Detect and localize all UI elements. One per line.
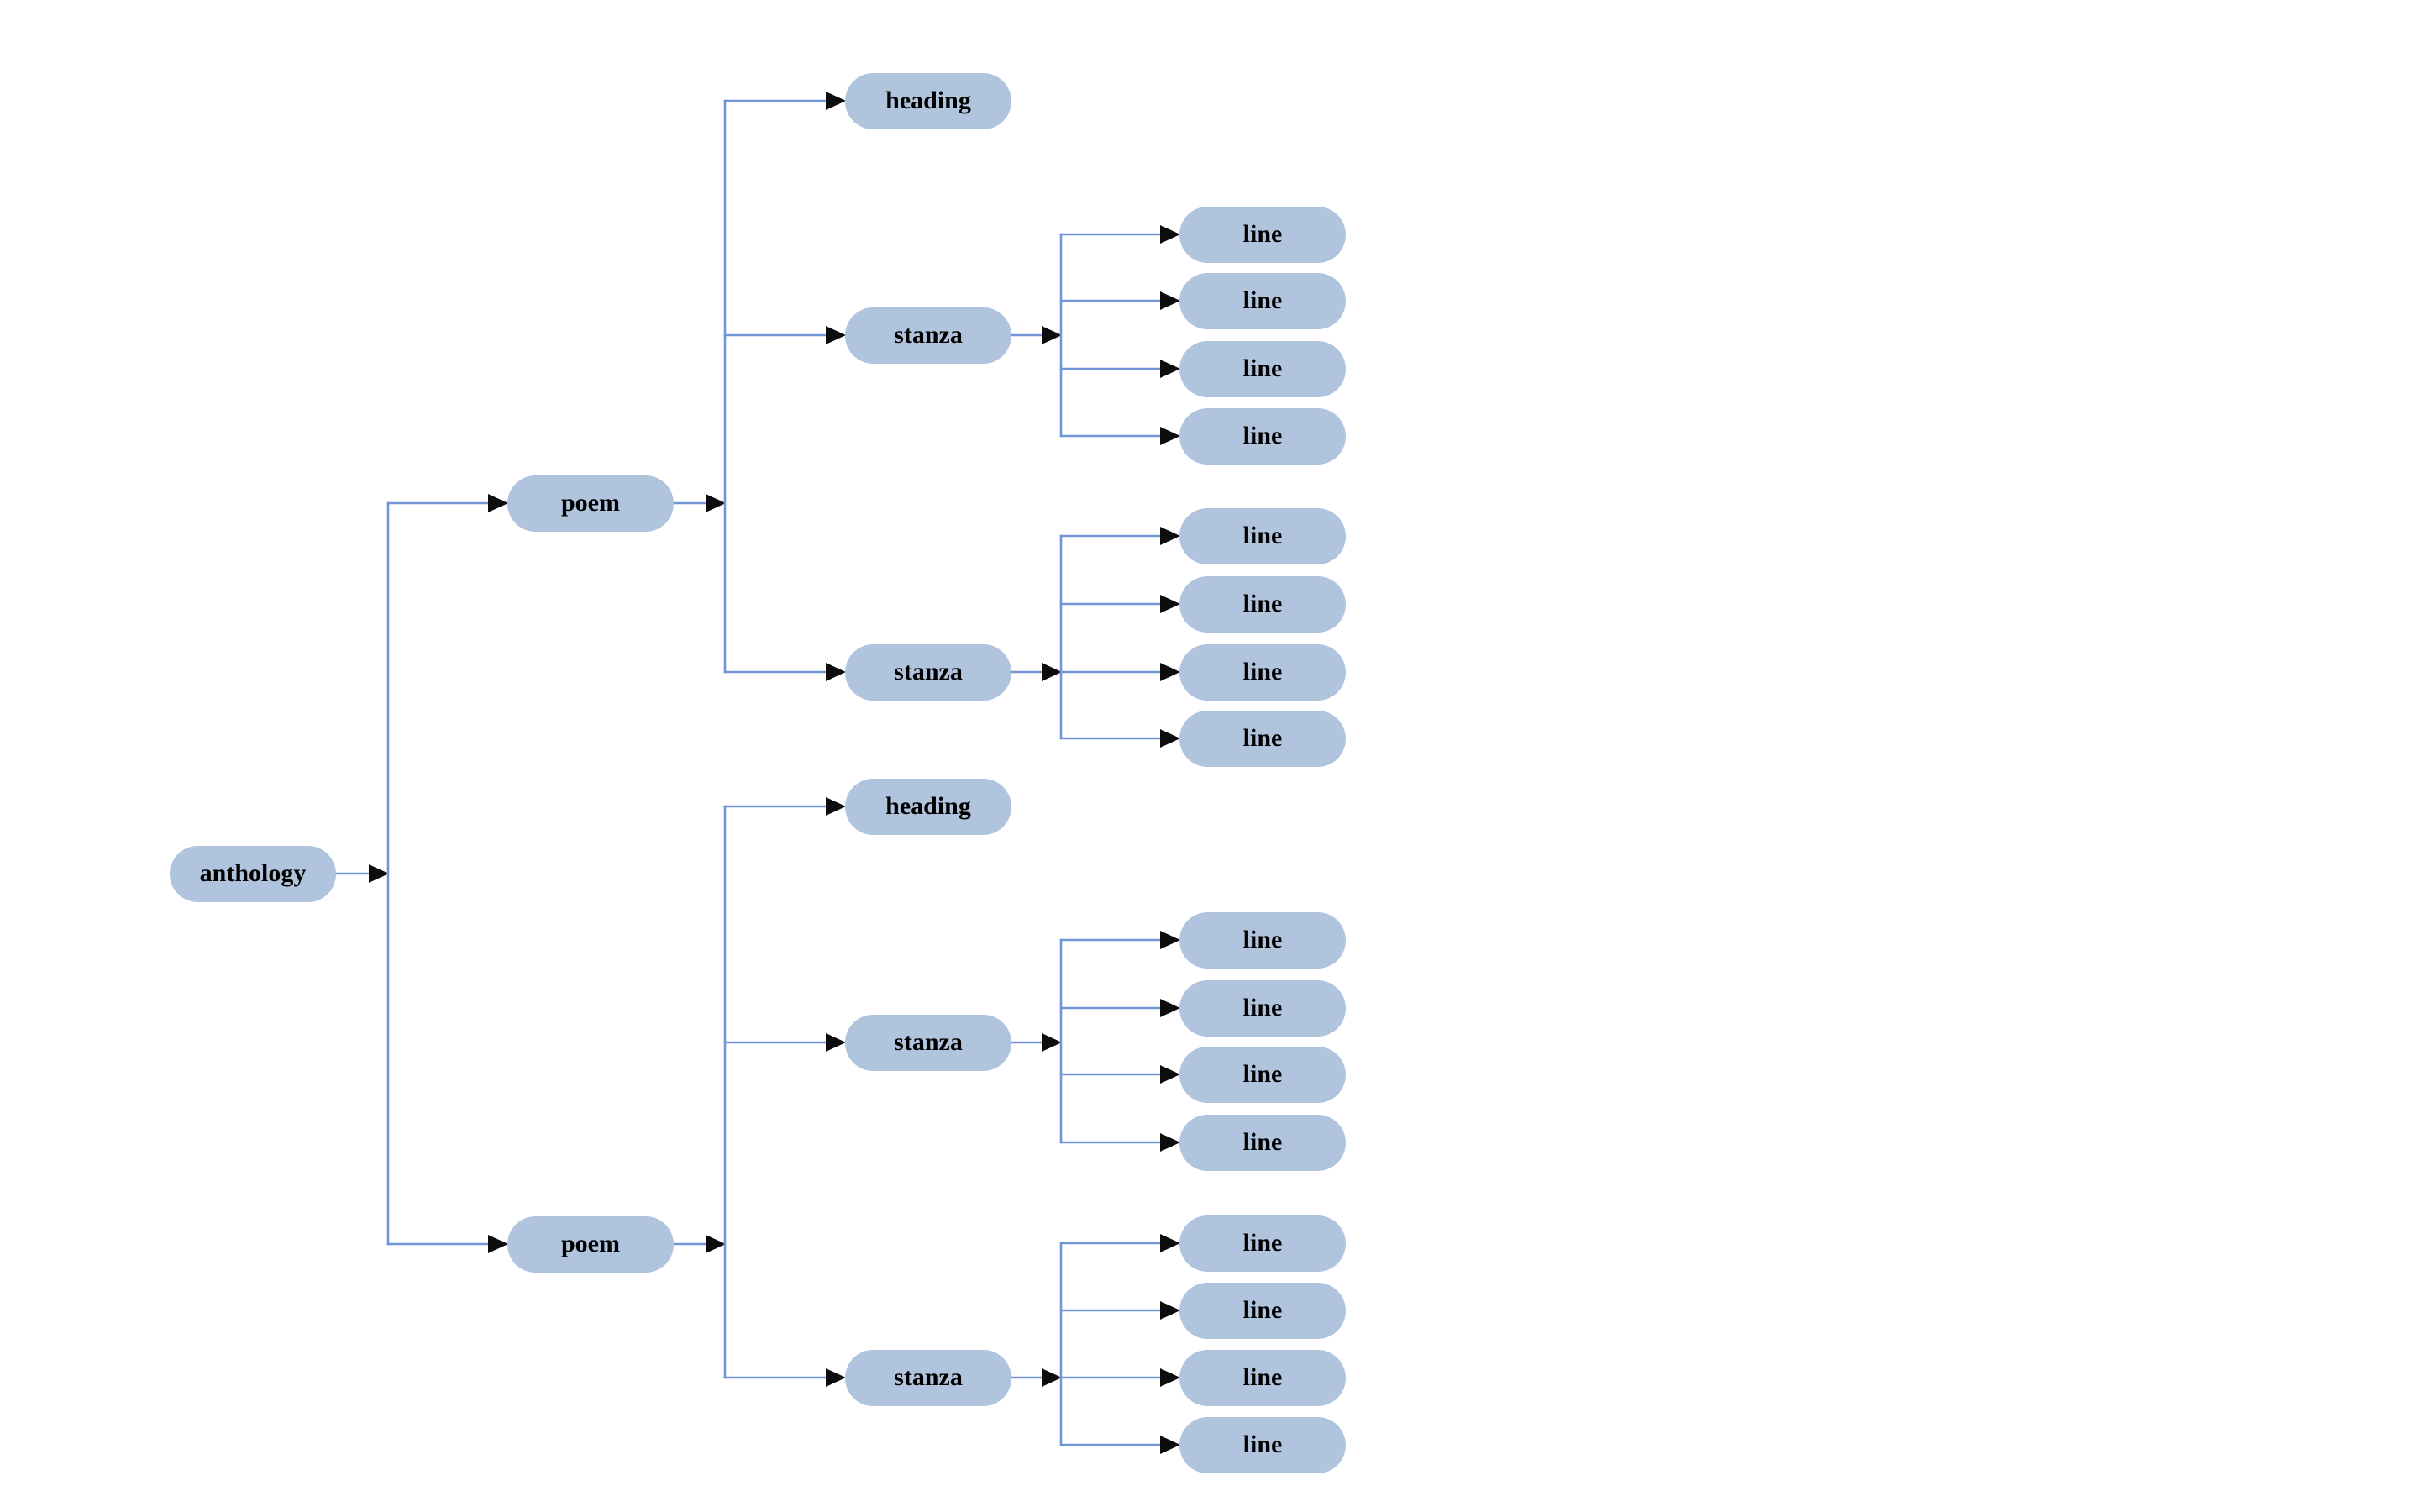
arrowhead-icon xyxy=(1160,1065,1180,1084)
arrowhead-icon xyxy=(1160,527,1180,545)
arrowhead-icon xyxy=(488,1235,508,1253)
tree-node-stanza-4: stanza xyxy=(845,1349,1011,1406)
arrowhead-icon xyxy=(1160,1368,1180,1387)
tree-node-line-4a: line xyxy=(1179,1215,1346,1272)
arrowhead-icon xyxy=(1160,291,1180,310)
tree-node-line-2c: line xyxy=(1179,643,1346,701)
tree-node-line-2b: line xyxy=(1179,575,1346,633)
arrowhead-icon xyxy=(1160,360,1180,378)
tree-node-poem-1: poem xyxy=(507,475,674,532)
arrowhead-icon xyxy=(1042,1033,1062,1052)
arrowhead-icon xyxy=(1160,931,1180,949)
tree-node-line-1a: line xyxy=(1179,206,1346,263)
arrowhead-icon xyxy=(706,1235,726,1253)
arrowhead-icon xyxy=(1160,1436,1180,1454)
tree-node-heading-1: heading xyxy=(845,72,1011,129)
arrowhead-icon xyxy=(1160,999,1180,1017)
tree-node-stanza-3: stanza xyxy=(845,1014,1011,1071)
arrowhead-icon xyxy=(369,864,389,883)
tree-node-line-3a: line xyxy=(1179,911,1346,969)
tree-node-poem-2: poem xyxy=(507,1215,674,1273)
arrowhead-icon xyxy=(1160,1133,1180,1152)
tree-node-stanza-1: stanza xyxy=(845,307,1011,364)
tree-node-line-3d: line xyxy=(1179,1114,1346,1171)
arrowhead-icon xyxy=(1160,729,1180,748)
tree-node-line-1b: line xyxy=(1179,272,1346,329)
tree-node-line-4d: line xyxy=(1179,1416,1346,1473)
arrowhead-icon xyxy=(826,92,846,110)
arrowhead-icon xyxy=(1042,1368,1062,1387)
tree-node-line-1d: line xyxy=(1179,407,1346,465)
tree-node-line-2a: line xyxy=(1179,507,1346,564)
arrowhead-icon xyxy=(706,494,726,512)
arrowhead-icon xyxy=(1160,663,1180,681)
tree-node-line-4c: line xyxy=(1179,1349,1346,1406)
tree-node-line-2d: line xyxy=(1179,710,1346,767)
arrowhead-icon xyxy=(1160,225,1180,244)
arrowhead-icon xyxy=(826,797,846,816)
arrowhead-icon xyxy=(826,663,846,681)
arrowhead-icon xyxy=(826,1033,846,1052)
tree-node-line-1c: line xyxy=(1179,340,1346,397)
arrowhead-icon xyxy=(1160,1301,1180,1320)
tree-node-line-3c: line xyxy=(1179,1046,1346,1103)
arrowhead-icon xyxy=(826,326,846,344)
arrowhead-icon xyxy=(488,494,508,512)
arrowhead-icon xyxy=(1042,326,1062,344)
tree-node-line-3b: line xyxy=(1179,979,1346,1037)
tree-node-heading-2: heading xyxy=(845,778,1011,835)
tree-node-stanza-2: stanza xyxy=(845,643,1011,701)
arrowhead-icon xyxy=(1042,663,1062,681)
tree-node-anthology: anthology xyxy=(170,845,336,902)
arrowhead-icon xyxy=(1160,427,1180,445)
arrowhead-icon xyxy=(1160,1234,1180,1252)
arrowhead-icon xyxy=(826,1368,846,1387)
arrowhead-icon xyxy=(1160,595,1180,613)
tree-node-line-4b: line xyxy=(1179,1282,1346,1339)
